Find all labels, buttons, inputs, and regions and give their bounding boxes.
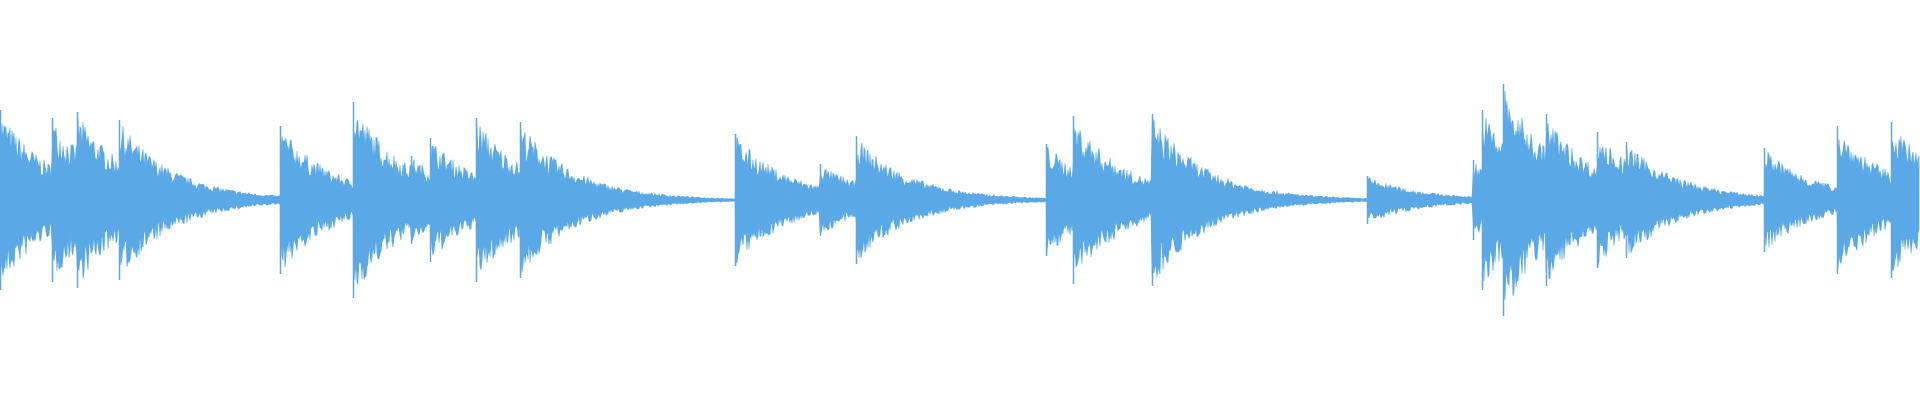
waveform-shape xyxy=(0,90,1920,300)
